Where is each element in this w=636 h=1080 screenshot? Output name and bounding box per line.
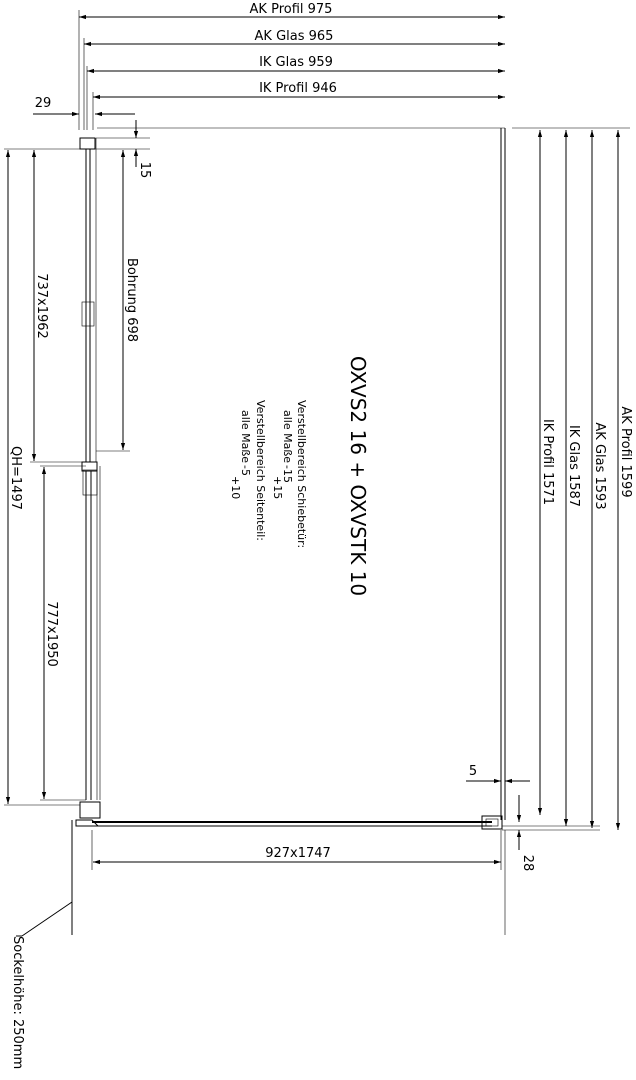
label-ak-glas-right: AK Glas 1593 bbox=[592, 422, 607, 509]
label-ak-profil-right: AK Profil 1599 bbox=[618, 406, 633, 497]
label-door-upper: 737x1962 bbox=[34, 273, 49, 339]
label-bohrung: Bohrung 698 bbox=[124, 258, 139, 342]
shower-outline bbox=[71, 127, 630, 935]
note-seitenteil-plus: +10 bbox=[229, 476, 242, 499]
label-bottom: 927x1747 bbox=[265, 846, 331, 861]
note-seitenteil-label: alle Maße bbox=[239, 410, 252, 463]
label-ik-glas-top: IK Glas 959 bbox=[259, 55, 333, 70]
note-schiebetuer-title: Verstellbereich Schiebetür: bbox=[295, 400, 308, 548]
note-seitenteil-minus: -5 bbox=[239, 465, 252, 476]
label-5: 5 bbox=[469, 764, 477, 779]
label-ik-profil-right: IK Profil 1571 bbox=[540, 419, 555, 505]
label-sockel: Sockelhöhe: 250mm bbox=[10, 936, 25, 1069]
label-29: 29 bbox=[35, 96, 52, 111]
note-schiebetuer-plus: +15 bbox=[271, 476, 284, 499]
right-dimensions: IK Profil 1571 IK Glas 1587 AK Glas 1593… bbox=[466, 130, 633, 871]
label-door-lower: 777x1950 bbox=[44, 601, 59, 667]
label-qh: QH=1497 bbox=[8, 446, 23, 510]
label-ik-profil-top: IK Profil 946 bbox=[259, 81, 337, 96]
sockel-annotation: Sockelhöhe: 250mm bbox=[10, 901, 73, 1069]
label-15: 15 bbox=[137, 162, 152, 179]
left-dimensions: QH=1497 737x1962 777x1950 Bohrung 698 bbox=[4, 148, 139, 806]
label-28: 28 bbox=[520, 855, 535, 872]
label-ak-profil-top: AK Profil 975 bbox=[250, 2, 333, 17]
note-seitenteil-title: Verstellbereich Seitenteil: bbox=[254, 400, 267, 541]
label-ik-glas-right: IK Glas 1587 bbox=[566, 425, 581, 507]
bottom-dimensions: 927x1747 bbox=[93, 846, 501, 865]
center-annotations: OXVS2 16 + OXVSTK 10 Verstellbereich Sch… bbox=[229, 356, 370, 596]
note-schiebetuer-minus: -15 bbox=[281, 465, 294, 483]
label-ak-glas-top: AK Glas 965 bbox=[255, 29, 334, 44]
model-title: OXVS2 16 + OXVSTK 10 bbox=[346, 356, 370, 596]
top-dimensions: AK Profil 975 AK Glas 965 IK Glas 959 IK… bbox=[33, 2, 505, 178]
note-schiebetuer-label: alle Maße bbox=[281, 410, 294, 463]
